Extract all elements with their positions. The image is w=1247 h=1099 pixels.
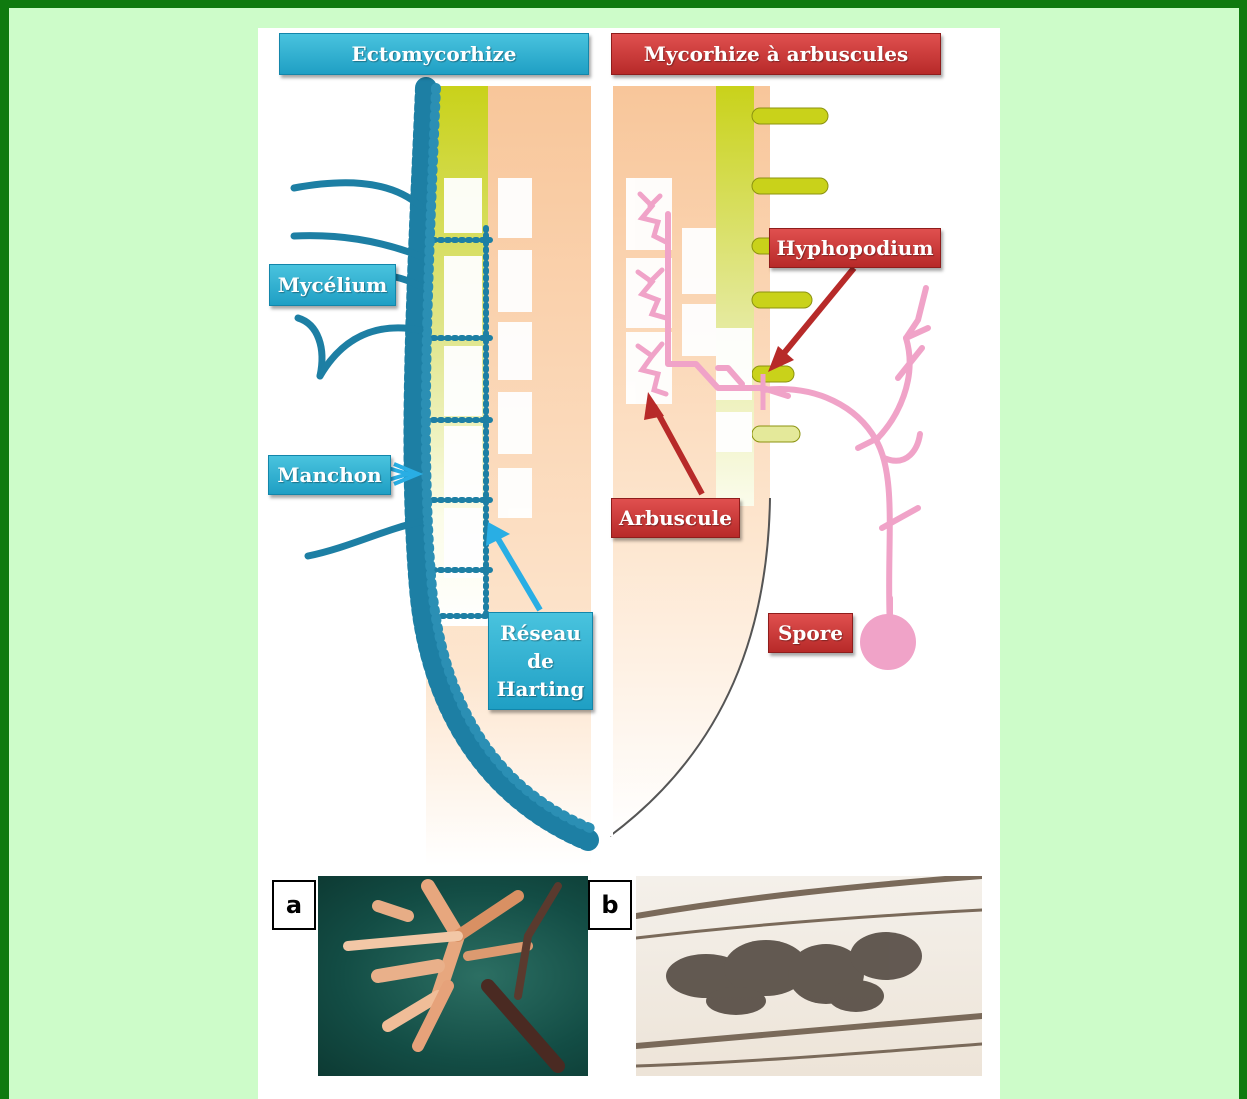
hyphopodium-arrow (768, 268, 854, 372)
label-mycelium: Mycélium (269, 264, 396, 306)
reseau-line-3: Harting (497, 675, 585, 703)
photo-b-arbuscule (636, 876, 982, 1076)
figure-panel: Ectomycorhize Mycorhize à arbuscules Myc… (258, 28, 1000, 1099)
label-spore: Spore (768, 613, 853, 653)
mycelium-hyphae (294, 183, 420, 556)
ecto-root (426, 86, 591, 866)
label-manchon: Manchon (268, 455, 391, 495)
spore-shape (860, 614, 916, 670)
photo-a-tag: a (272, 880, 316, 930)
mycorrhiza-diagram (258, 28, 1000, 868)
label-reseau-de-harting: Réseau de Harting (488, 612, 593, 710)
label-ectomycorhize: Ectomycorhize (279, 33, 589, 75)
photo-a-ectomycorrhiza (318, 876, 588, 1076)
label-hyphopodium: Hyphopodium (769, 228, 941, 268)
label-mycorhize-arbuscules: Mycorhize à arbuscules (611, 33, 941, 75)
reseau-line-2: de (527, 647, 554, 675)
reseau-line-1: Réseau (500, 619, 581, 647)
photo-b-tag: b (588, 880, 632, 930)
label-arbuscule: Arbuscule (611, 498, 740, 538)
